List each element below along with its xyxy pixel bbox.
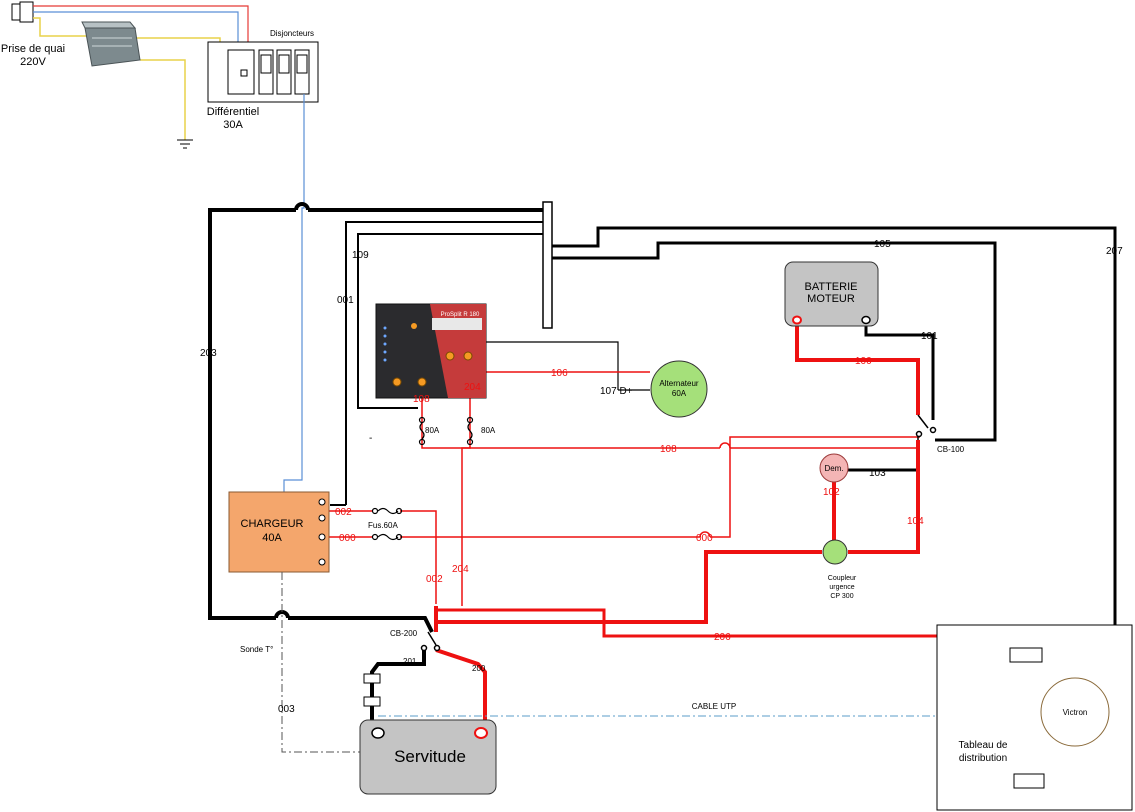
wire-207: 207	[1106, 246, 1123, 257]
wire-003: 003	[278, 704, 295, 715]
utp-cable-label: CABLE UTP	[692, 702, 736, 711]
temp-probe-cable	[281, 572, 360, 753]
prosplit-device: ProSplit R 180	[375, 303, 487, 399]
cb-100-switch	[915, 414, 937, 440]
differential-rating: 30A	[223, 119, 243, 131]
starter-motor: Dem.	[819, 453, 849, 483]
coupler-label: Coupleur	[828, 575, 857, 582]
alternator-rating: 60A	[672, 389, 687, 398]
wire-108b: 108	[660, 444, 677, 455]
fuse-80a-1-label: 80A	[425, 426, 440, 435]
charger: CHARGEUR 40A	[228, 491, 330, 573]
breaker-panel-title: Disjoncteurs	[270, 29, 314, 38]
wire-201: 201	[403, 657, 417, 666]
temp-probe-label: Sonde T°	[240, 645, 273, 654]
wire-103: 103	[869, 468, 886, 479]
distribution-panel: Victron Tableau de distribution	[936, 624, 1133, 811]
negative-wiring	[208, 202, 1117, 788]
stray-dash: -	[369, 433, 372, 444]
breaker-panel: Disjoncteurs Différentiel 30A	[207, 29, 319, 131]
distribution-subtitle: distribution	[959, 753, 1007, 764]
wire-206: 206	[714, 632, 731, 643]
cb-100-label: CB-100	[937, 445, 965, 454]
cb-200-label: CB-200	[390, 629, 418, 638]
transformer-icon	[81, 21, 141, 67]
starter-label: Dem.	[824, 464, 843, 473]
shore-power-label: Prise de quai	[1, 43, 65, 55]
wire-102: 102	[823, 487, 840, 498]
cb-200-switch	[420, 631, 441, 652]
engine-battery-subtitle: MOTEUR	[807, 293, 855, 305]
wire-200: 200	[472, 664, 486, 673]
shore-power-voltage: 220V	[20, 56, 46, 68]
negative-busbar	[542, 201, 553, 329]
fuse-80a-1	[418, 416, 426, 446]
engine-battery-title: BATTERIE	[805, 281, 858, 293]
differential-label: Différentiel	[207, 106, 259, 118]
coupler-sub: urgence	[829, 584, 854, 591]
shore-power-section: Prise de quai 220V	[1, 1, 249, 149]
fuse-80a-2-label: 80A	[481, 426, 496, 435]
fuse-80a-2	[466, 416, 474, 446]
service-battery: Servitude	[359, 719, 497, 795]
wire-001: 001	[337, 295, 354, 306]
victron-label: Victron	[1063, 708, 1088, 717]
breaker-switches	[258, 49, 310, 95]
splitter-terminals	[392, 323, 473, 387]
wire-002: 002	[335, 507, 352, 518]
engine-battery: BATTERIE MOTEUR	[784, 261, 879, 327]
wire-104: 104	[907, 516, 924, 527]
wire-100: 100	[855, 356, 872, 367]
wire-109: 109	[352, 250, 369, 261]
charger-title: CHARGEUR	[241, 518, 304, 530]
alternator-label: Alternateur	[659, 379, 698, 388]
splitter-indicator-dots	[383, 326, 387, 362]
wire-203: 203	[200, 348, 217, 359]
wire-101: 101	[921, 331, 938, 342]
service-battery-label: Servitude	[394, 747, 466, 766]
shunt-connectors	[363, 673, 381, 707]
emergency-coupler: Coupleur urgence CP 300	[822, 539, 857, 600]
alternator: Alternateur 60A	[650, 360, 708, 418]
wire-000: 000	[339, 533, 356, 544]
splitter-brand: ProSplit R 180	[441, 312, 480, 318]
ground-icon	[177, 139, 193, 149]
wire-204b: 204	[452, 564, 469, 575]
wire-108: 108	[413, 394, 430, 405]
alt-d-plus-label: 107 D+	[600, 386, 633, 397]
wire-labels: 203 109 001 105 207 101 103 201 003 100 …	[200, 239, 1123, 715]
wire-002b: 002	[426, 574, 443, 585]
charger-rating: 40A	[262, 532, 282, 544]
wire-000b: 000	[696, 533, 713, 544]
shore-plug-icon	[11, 1, 34, 23]
coupler-model: CP 300	[830, 593, 853, 600]
distribution-title: Tableau de	[959, 740, 1008, 751]
fuse-60a-label: Fus.60A	[368, 521, 398, 530]
fuse-60a-pair	[371, 507, 403, 541]
wire-105: 105	[874, 239, 891, 250]
wire-106: 106	[551, 368, 568, 379]
wire-204: 204	[464, 382, 481, 393]
